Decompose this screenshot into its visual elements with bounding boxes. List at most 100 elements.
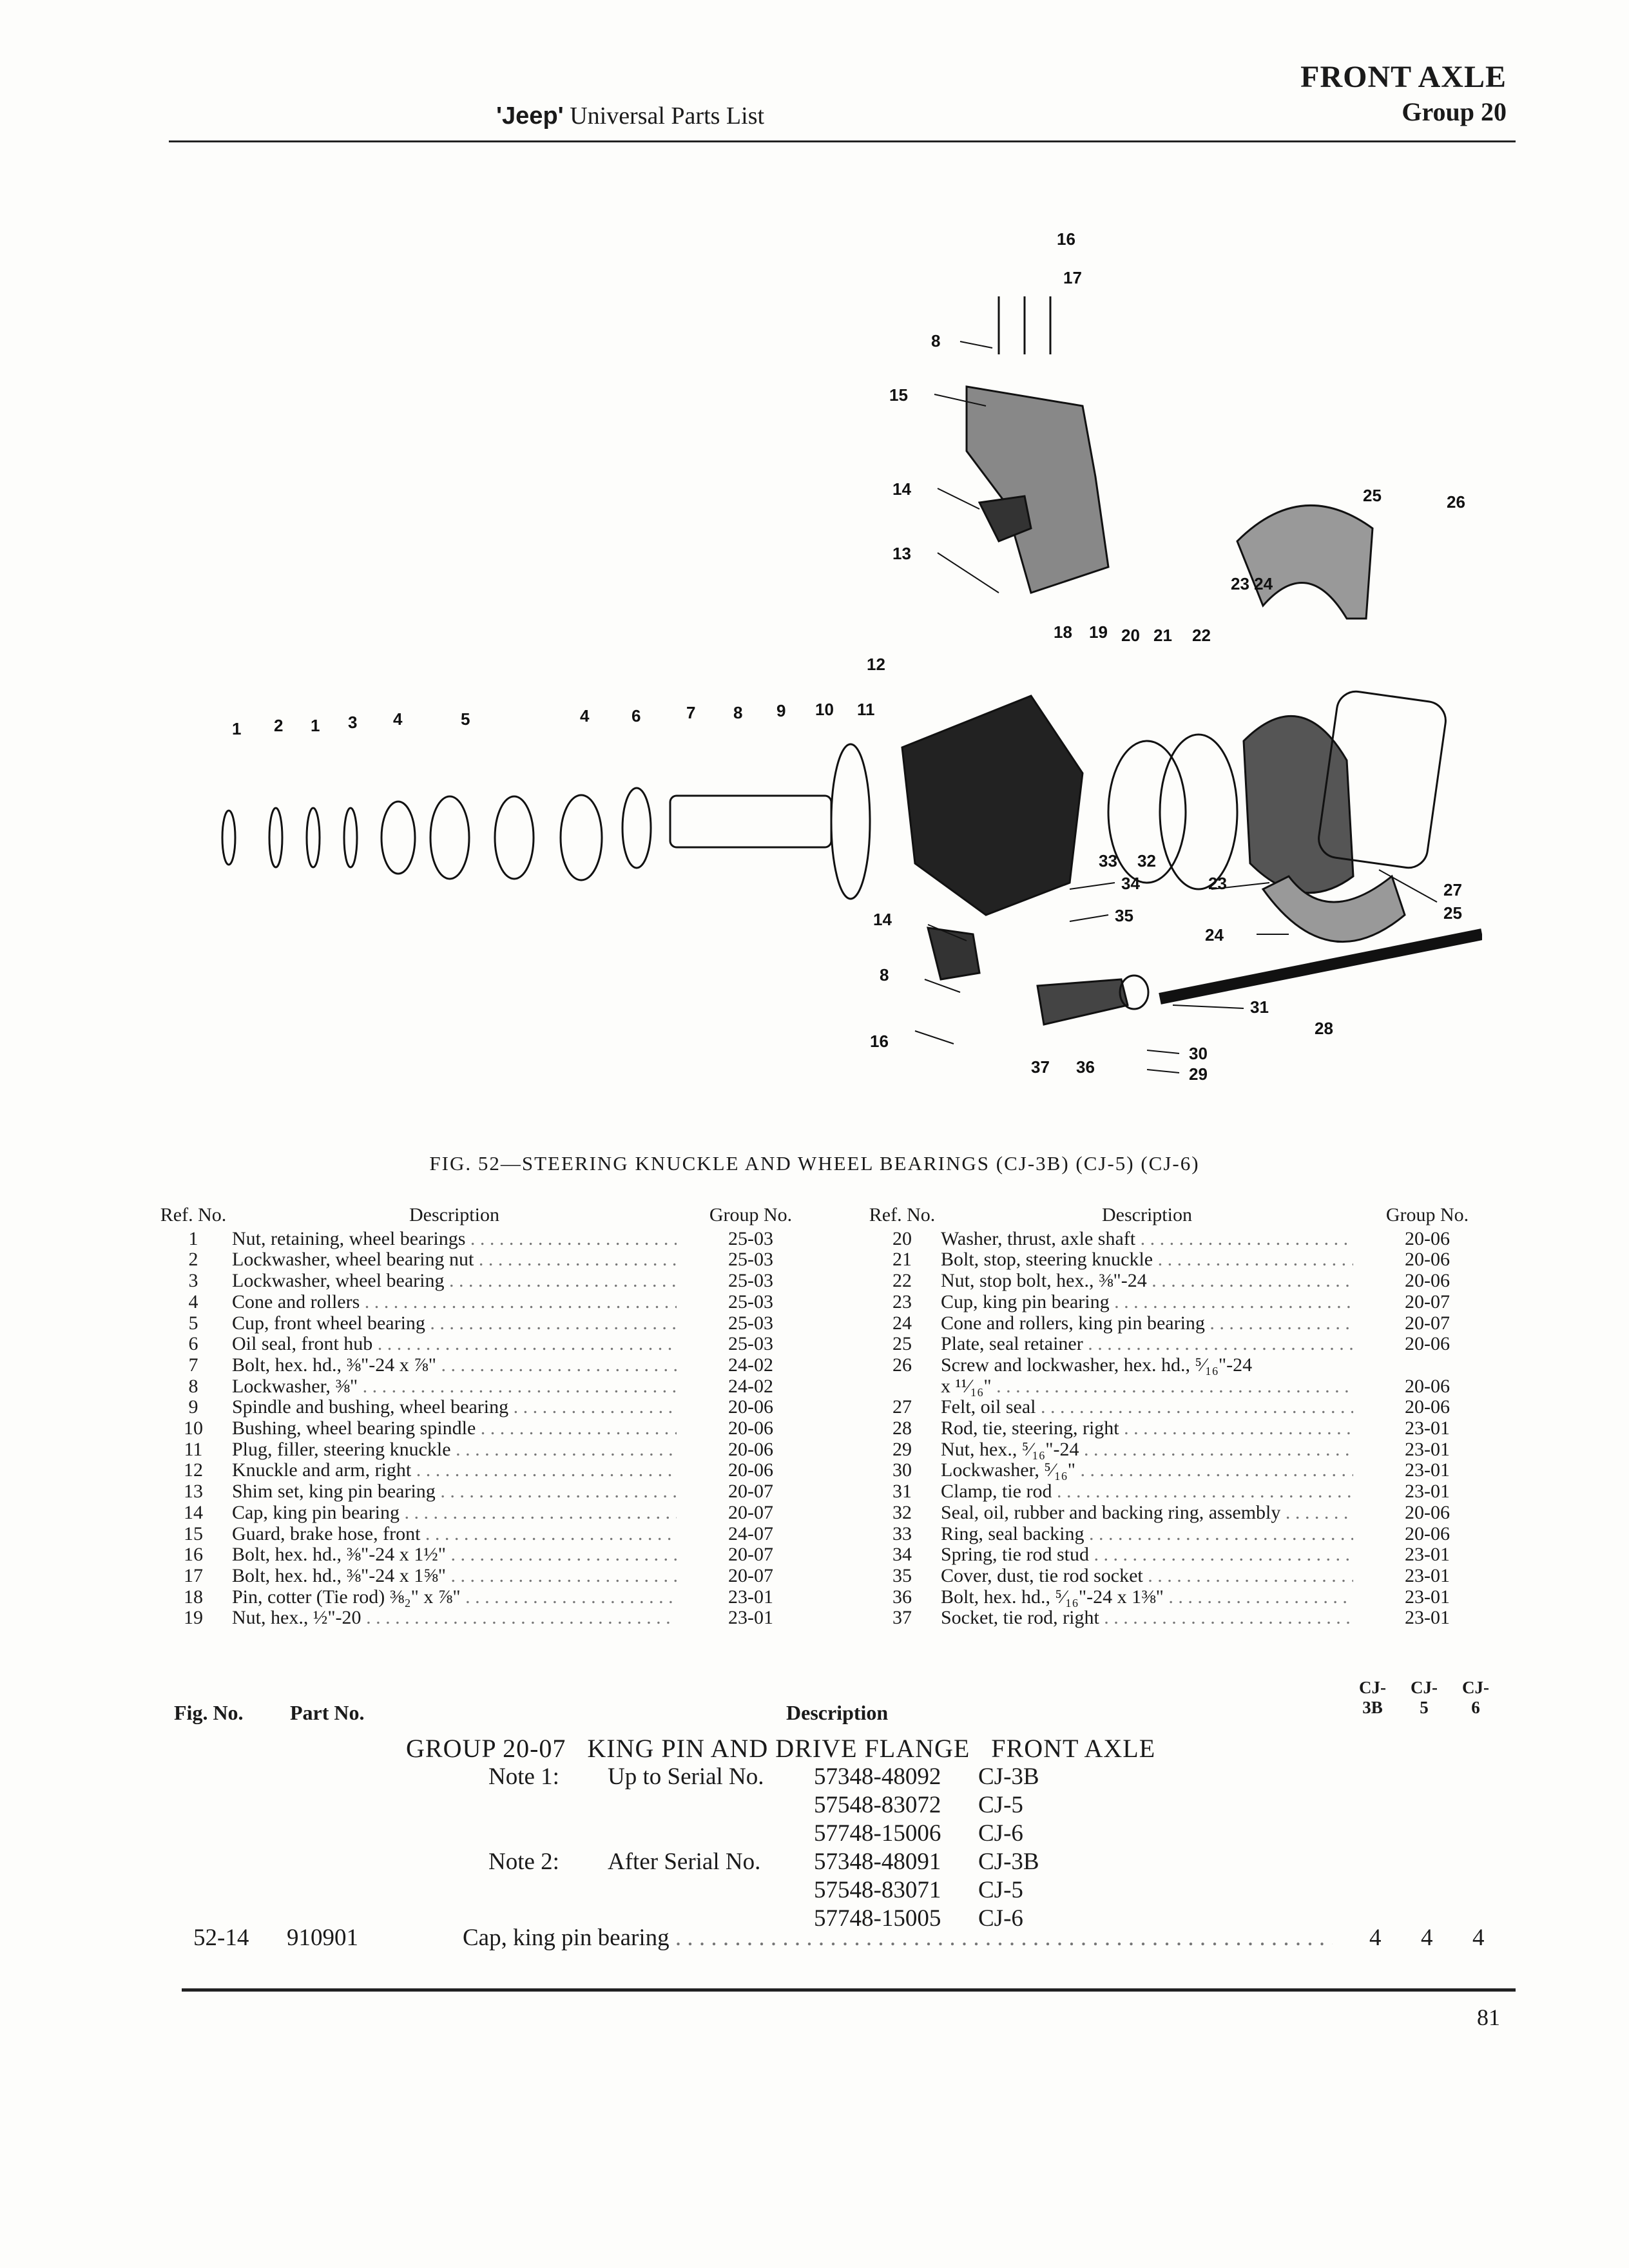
part-description: Rod, tie, steering, right bbox=[941, 1418, 1353, 1439]
callout-3: 3 bbox=[348, 713, 357, 732]
retaining-nut bbox=[221, 809, 236, 866]
callout-19: 19 bbox=[1089, 622, 1108, 642]
ref-number: 25 bbox=[892, 1333, 912, 1355]
group-number: 23-01 bbox=[728, 1607, 773, 1629]
part-description: Bolt, hex. hd., ⁵⁄₁₆"-24 x 1⅜" bbox=[941, 1587, 1353, 1608]
part-description: Lockwasher, ⁵⁄₁₆" bbox=[941, 1460, 1353, 1481]
ref-number: 18 bbox=[184, 1586, 203, 1608]
ref-number: 6 bbox=[188, 1333, 198, 1355]
seal-backing-ring bbox=[1107, 740, 1187, 884]
ref-number: 15 bbox=[184, 1523, 203, 1544]
callout-37: 37 bbox=[1031, 1057, 1050, 1077]
group-number: 20-06 bbox=[728, 1396, 773, 1418]
part-description: Spindle and bushing, wheel bearing bbox=[232, 1397, 677, 1418]
callout-27: 27 bbox=[1443, 880, 1462, 899]
part-description: Bolt, hex. hd., ⅜"-24 x ⅞" bbox=[232, 1355, 677, 1376]
ref-number: 35 bbox=[892, 1564, 912, 1586]
group-number: 20-07 bbox=[728, 1481, 773, 1503]
cj5-bottom: 5 bbox=[1420, 1698, 1429, 1717]
cj6-column-header: CJ-6 bbox=[1450, 1678, 1501, 1718]
part-description: Cup, front wheel bearing bbox=[232, 1313, 677, 1334]
callout-24: 24 bbox=[1205, 925, 1224, 945]
cone-rollers-2 bbox=[559, 794, 603, 881]
cj6-bottom: 6 bbox=[1471, 1698, 1480, 1717]
part-description: Cone and rollers, king pin bearing bbox=[941, 1313, 1353, 1334]
group-number: 20-06 bbox=[1405, 1375, 1450, 1397]
ref-number: 30 bbox=[892, 1459, 912, 1481]
ref-number: 16 bbox=[184, 1544, 203, 1566]
seal-retainer-plate bbox=[1318, 690, 1447, 869]
callout-1b: 1 bbox=[311, 716, 320, 735]
group-number: 23-01 bbox=[1405, 1438, 1450, 1460]
ref-number: 21 bbox=[892, 1249, 912, 1271]
callout-15: 15 bbox=[889, 385, 908, 405]
description-header: Description bbox=[786, 1701, 889, 1724]
table-header: Ref. No. Description Group No. bbox=[863, 1204, 1521, 1226]
ref-number: 2 bbox=[188, 1249, 198, 1271]
callout-9: 9 bbox=[776, 701, 786, 720]
cj6-top: CJ- bbox=[1462, 1678, 1489, 1697]
table-header: Ref. No. Description Group No. bbox=[155, 1204, 863, 1226]
desc-header: Description bbox=[1102, 1205, 1192, 1225]
note2-model-0: CJ-3B bbox=[978, 1849, 1039, 1875]
callout-4b: 4 bbox=[580, 706, 590, 726]
cj3b-column-header: CJ-3B bbox=[1347, 1678, 1398, 1718]
ref-number: 37 bbox=[892, 1607, 912, 1629]
callout-32: 32 bbox=[1137, 851, 1156, 870]
part-description: Nut, retaining, wheel bearings bbox=[232, 1229, 677, 1250]
parts-list-name: Universal Parts List bbox=[570, 102, 765, 130]
ref-number: 14 bbox=[184, 1501, 203, 1523]
qty-cj3b: 4 bbox=[1369, 1925, 1382, 1951]
callout-12: 12 bbox=[867, 655, 885, 674]
group-number: 20-06 bbox=[1405, 1501, 1450, 1523]
group-number: 23-01 bbox=[1405, 1586, 1450, 1608]
group-number: 20-06 bbox=[1405, 1249, 1450, 1271]
ref-number: 13 bbox=[184, 1481, 203, 1503]
group-number: 20-06 bbox=[728, 1418, 773, 1439]
oil-seal bbox=[621, 787, 652, 869]
header-rule bbox=[169, 140, 1516, 142]
group-number: 20-07 bbox=[728, 1501, 773, 1523]
group-number: 20-06 bbox=[1405, 1396, 1450, 1418]
note2-text: After Serial No. bbox=[608, 1849, 761, 1875]
desc-header: Description bbox=[409, 1205, 499, 1225]
group-number: 20-06 bbox=[1405, 1227, 1450, 1249]
callout-1a: 1 bbox=[232, 719, 241, 738]
part-description: Clamp, tie rod bbox=[941, 1481, 1353, 1503]
tie-rod-clamp bbox=[1119, 974, 1150, 1010]
ref-number: 34 bbox=[892, 1544, 912, 1566]
ref-number: 26 bbox=[892, 1354, 912, 1376]
ref-number: 19 bbox=[184, 1607, 203, 1629]
group-number: 20-06 bbox=[728, 1459, 773, 1481]
ref-number: 22 bbox=[892, 1270, 912, 1292]
callout-11: 11 bbox=[857, 700, 875, 719]
note1-model-1: CJ-5 bbox=[978, 1792, 1023, 1818]
group-number: 20-06 bbox=[1405, 1270, 1450, 1292]
tie-rod-socket bbox=[1036, 978, 1129, 1026]
brand-name: 'Jeep' bbox=[496, 102, 564, 130]
part-description: Nut, hex., ⁵⁄₁₆"-24 bbox=[941, 1439, 1353, 1461]
cj5-column-header: CJ-5 bbox=[1398, 1678, 1450, 1718]
group-number: 23-01 bbox=[728, 1586, 773, 1608]
ref-number: 24 bbox=[892, 1312, 912, 1334]
part-description: Felt, oil seal bbox=[941, 1397, 1353, 1418]
callout-5: 5 bbox=[461, 709, 470, 729]
callout-14b: 14 bbox=[873, 910, 892, 929]
page-number: 81 bbox=[1477, 2004, 1500, 2030]
callout-6: 6 bbox=[631, 706, 641, 726]
part-description: Bolt, hex. hd., ⅜"-24 x 1½" bbox=[232, 1544, 677, 1566]
group-number: 23-01 bbox=[1405, 1481, 1450, 1503]
ref-number: 32 bbox=[892, 1501, 912, 1523]
callout-10: 10 bbox=[815, 700, 834, 719]
group-number: 25-03 bbox=[728, 1312, 773, 1334]
